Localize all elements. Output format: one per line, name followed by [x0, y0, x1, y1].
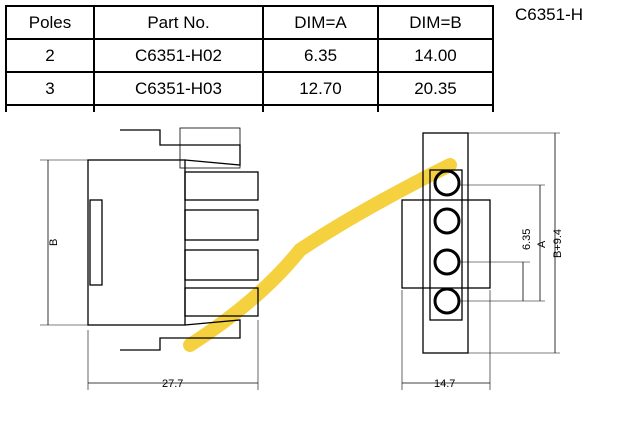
- cell-dim-b: 14.00: [377, 38, 494, 73]
- side-view: [40, 127, 259, 390]
- cell-dim-a: 6.35: [262, 38, 379, 73]
- header-poles: Poles: [5, 5, 95, 40]
- header-dim-a: DIM=A: [262, 5, 379, 40]
- dim-b-label: B: [48, 239, 60, 246]
- header-dim-b: DIM=B: [377, 5, 494, 40]
- cell-part-no: C6351-H03: [93, 71, 264, 106]
- pin-holes: [433, 169, 461, 315]
- dim-width-front: 14.7: [434, 378, 455, 390]
- part-number-table: Poles Part No. DIM=A DIM=B 2 C6351-H02 6…: [5, 5, 494, 112]
- table-row: 2 C6351-H02 6.35 14.00: [5, 38, 494, 73]
- dim-pitch: 6.35: [521, 229, 533, 250]
- table-row: 3 C6351-H03 12.70 20.35: [5, 71, 494, 106]
- front-view: [401, 132, 560, 390]
- dim-a: A: [536, 240, 548, 248]
- watermark-logo: [183, 158, 457, 352]
- header-part-no: Part No.: [93, 5, 264, 40]
- cell-part-no: C6351-H02: [93, 38, 264, 73]
- dim-total-height: B+9.4: [552, 229, 564, 258]
- cell-poles: 2: [5, 38, 95, 73]
- series-label: C6351-H: [515, 5, 584, 24]
- cell-dim-b: 20.35: [377, 71, 494, 106]
- table-header-row: Poles Part No. DIM=A DIM=B: [5, 5, 494, 40]
- table-row-partial: [5, 104, 494, 112]
- cell-poles: 3: [5, 71, 95, 106]
- dim-width-side: 27.7: [162, 378, 183, 390]
- cell-dim-a: 12.70: [262, 71, 379, 106]
